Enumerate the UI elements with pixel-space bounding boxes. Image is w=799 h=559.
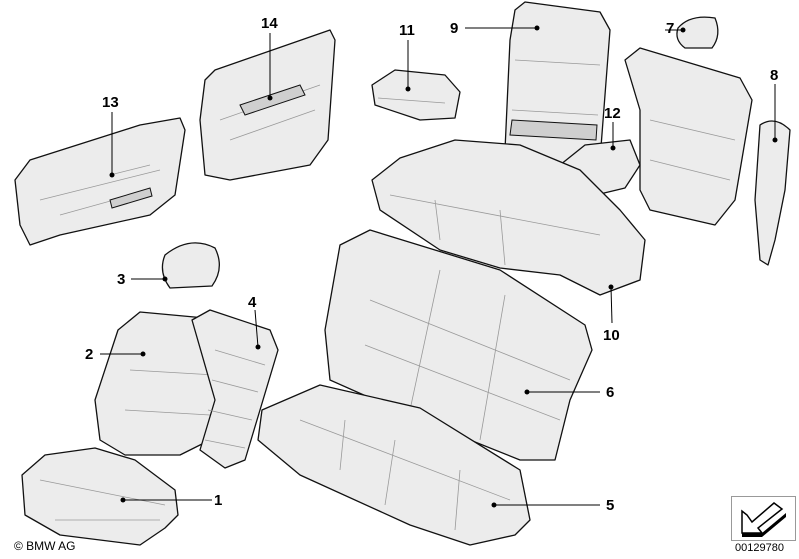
part-9-rear-backrest[interactable] xyxy=(504,1,611,176)
copyright-label: © BMW AG xyxy=(14,539,76,553)
callout-14[interactable]: 14 xyxy=(261,15,278,32)
callout-1[interactable]: 1 xyxy=(214,492,223,509)
part-5-rear-seat-bench[interactable] xyxy=(257,384,531,546)
part-7-headrest[interactable] xyxy=(676,16,719,49)
leader-lines xyxy=(100,25,778,508)
part-3-front-headrest[interactable] xyxy=(161,242,220,289)
callout-7[interactable]: 7 xyxy=(666,20,675,37)
callout-4[interactable]: 4 xyxy=(248,294,257,311)
callout-13[interactable]: 13 xyxy=(102,94,119,111)
part-4-backrest-frame[interactable] xyxy=(191,309,279,469)
callout-12[interactable]: 12 xyxy=(604,105,621,122)
callout-2[interactable]: 2 xyxy=(85,346,94,363)
part-rear-backrest-right[interactable] xyxy=(624,47,753,226)
part-11-armrest[interactable] xyxy=(371,69,461,121)
arrow-down-left-icon[interactable] xyxy=(731,496,796,541)
callout-9[interactable]: 9 xyxy=(450,20,459,37)
callout-10[interactable]: 10 xyxy=(603,327,620,344)
part-1-front-seat-cushion[interactable] xyxy=(21,447,179,546)
callout-6[interactable]: 6 xyxy=(606,384,615,401)
part-8-side-bolster[interactable] xyxy=(754,120,791,266)
part-13-front-door-panel[interactable] xyxy=(14,117,186,246)
diagram-id: 00129780 xyxy=(735,542,784,554)
callout-5[interactable]: 5 xyxy=(606,497,615,514)
part-10-rear-seat-cushion[interactable] xyxy=(371,139,646,296)
part-14-rear-door-panel[interactable] xyxy=(199,29,336,181)
callout-8[interactable]: 8 xyxy=(770,67,779,84)
callout-11[interactable]: 11 xyxy=(399,22,415,39)
callout-3[interactable]: 3 xyxy=(117,271,126,288)
